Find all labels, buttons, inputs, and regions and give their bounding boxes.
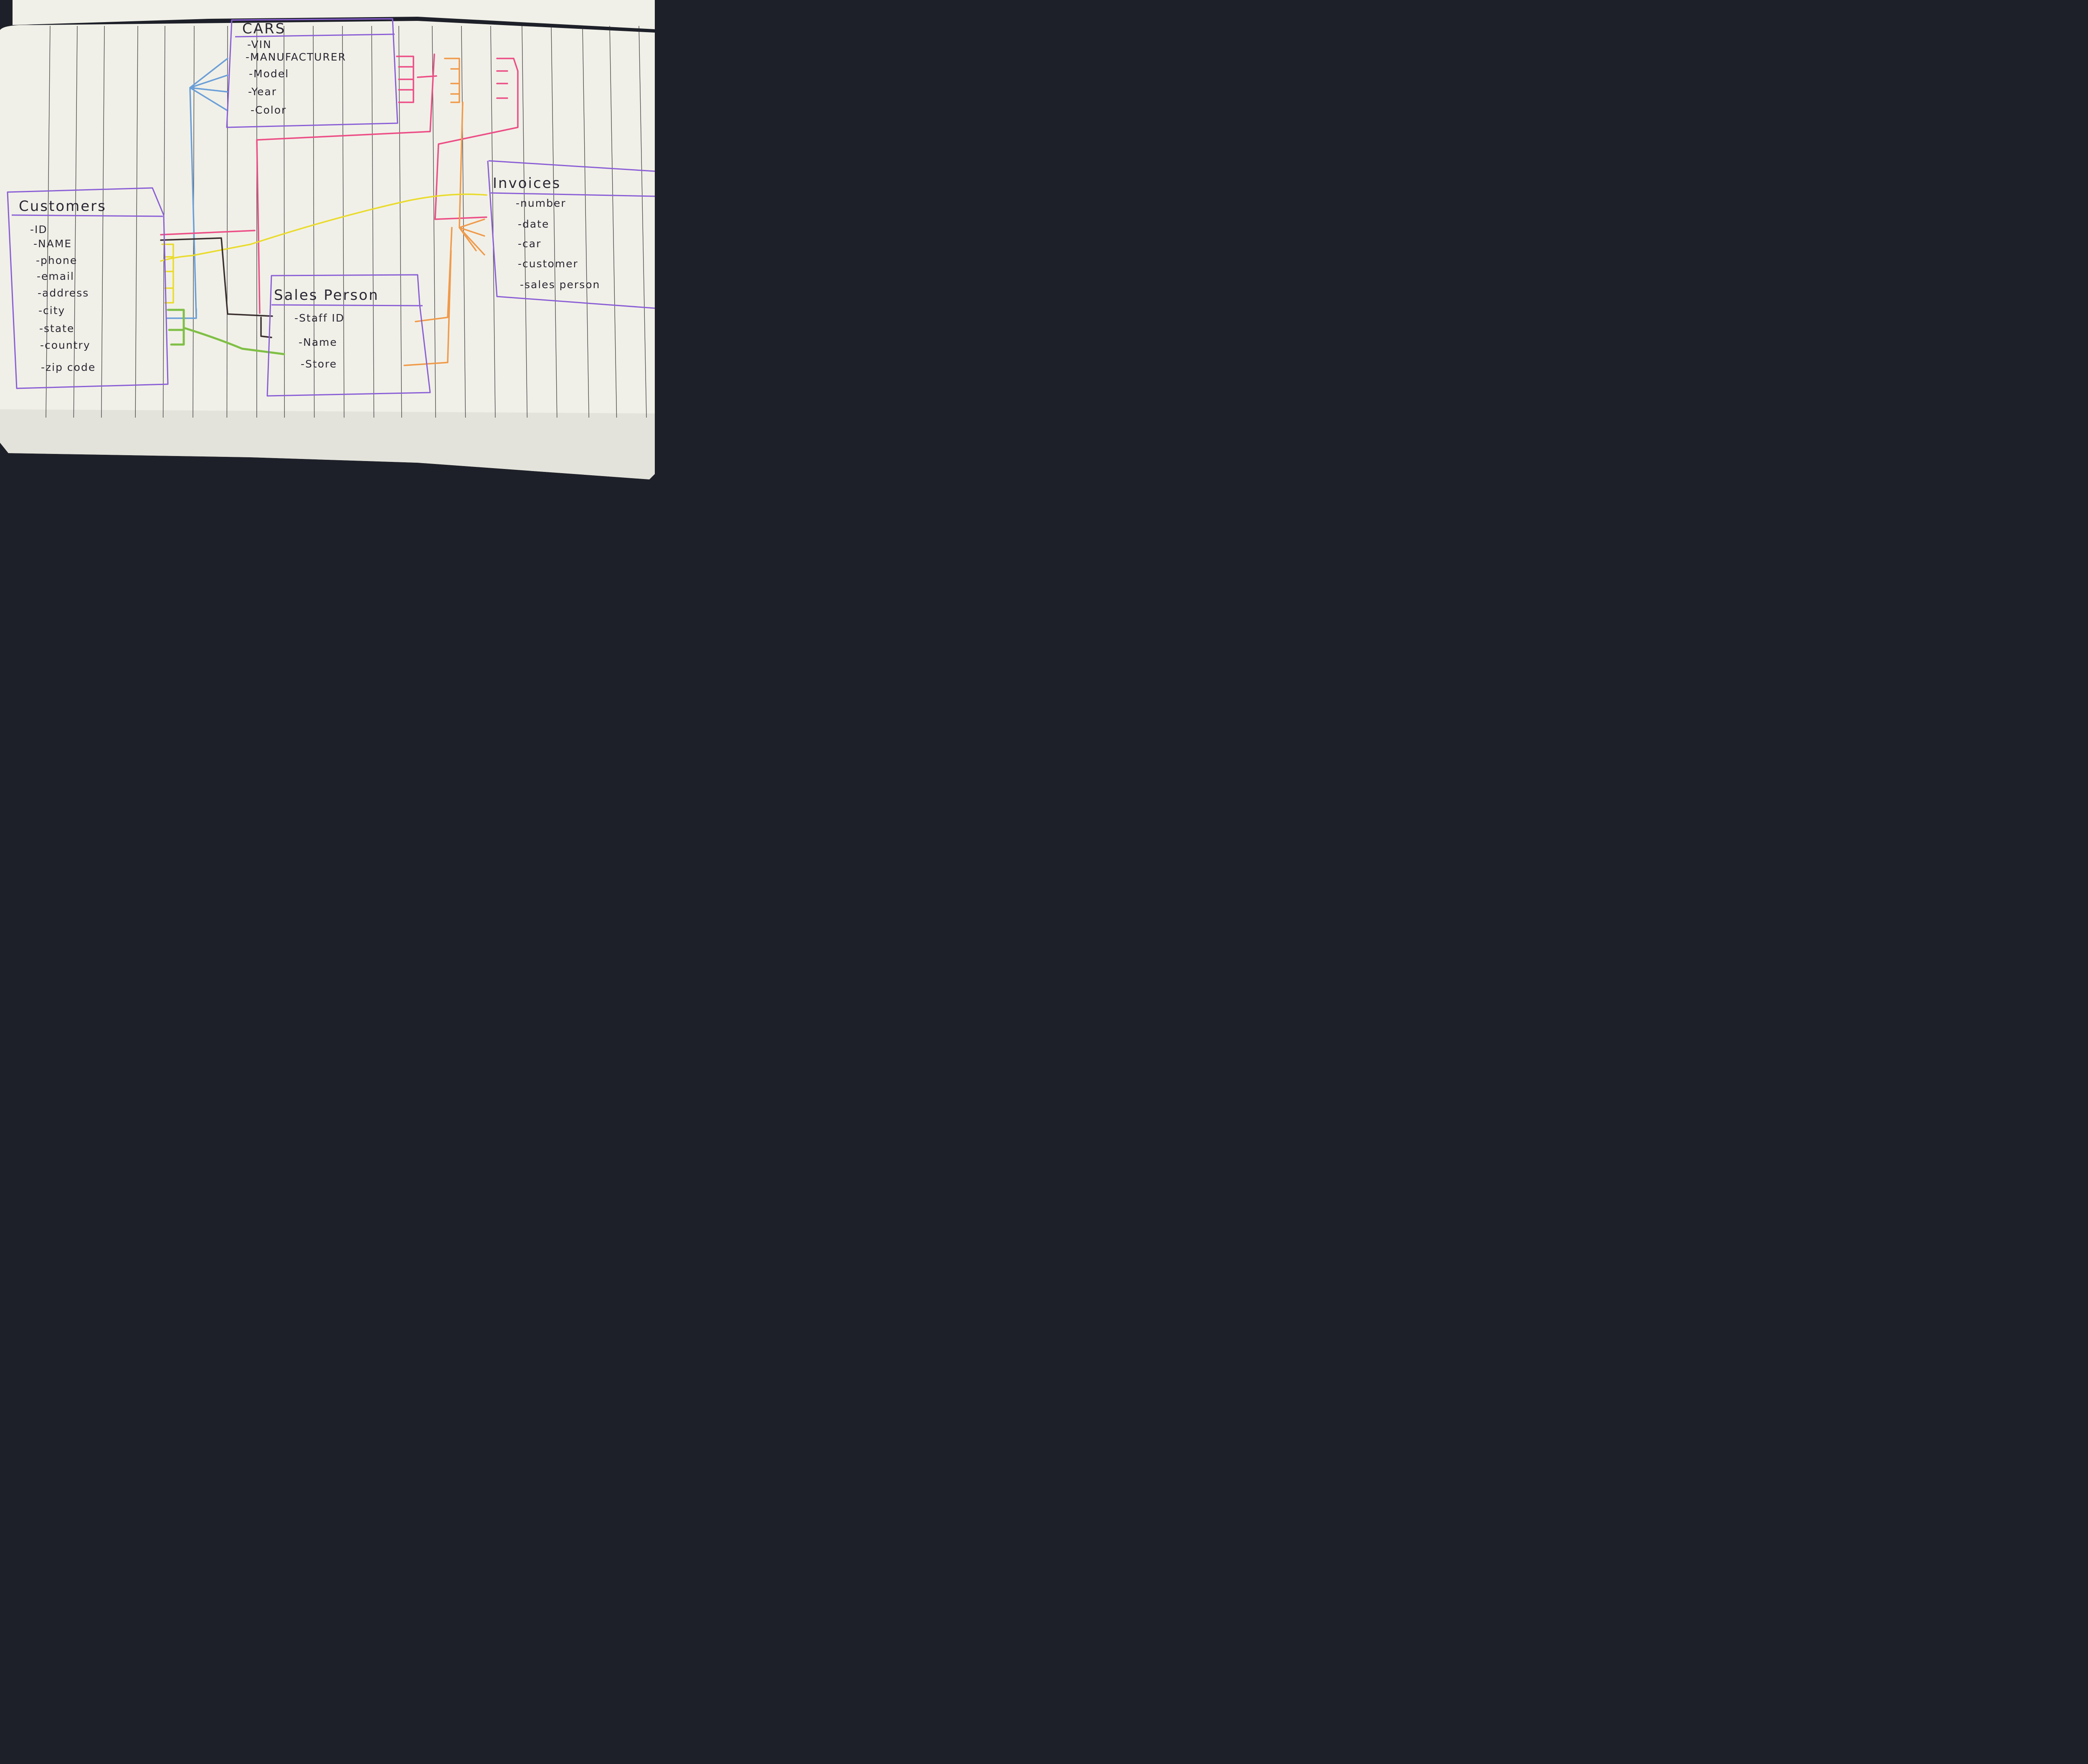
invoices-field: -customer — [518, 258, 578, 270]
invoices-field: -number — [516, 197, 566, 209]
page-bottom-shadow — [0, 409, 655, 479]
cars-field: -VIN — [247, 38, 272, 51]
cars-fields: -VIN -MANUFACTURER -Model -Year -Color — [246, 38, 346, 116]
rule-line — [342, 25, 345, 418]
connector-blue — [166, 58, 228, 319]
connector-pink — [160, 53, 519, 314]
cars-field: -MANUFACTURER — [246, 51, 346, 63]
invoices-box — [487, 160, 655, 309]
sales-person-field: -Staff ID — [294, 312, 345, 324]
cars-field: -Color — [251, 104, 286, 116]
customers-field: -ID — [30, 223, 48, 236]
entity-boxes — [7, 18, 655, 397]
sales-person-fields: -Staff ID -Name -Store — [294, 312, 345, 370]
rule-line — [101, 25, 105, 418]
sales-person-field: -Store — [301, 358, 337, 370]
customers-field: -city — [38, 304, 65, 317]
notebook-photo: CARS -VIN -MANUFACTURER -Model -Year -Co… — [0, 0, 655, 491]
customers-field: -country — [40, 339, 91, 351]
cars-field: -Year — [248, 86, 277, 98]
back-page — [13, 0, 655, 29]
customers-field: -phone — [36, 254, 77, 266]
rule-line — [639, 25, 647, 418]
invoices-field: -car — [518, 238, 541, 250]
er-diagram-sketch: CARS -VIN -MANUFACTURER -Model -Year -Co… — [0, 0, 655, 479]
invoices-field: -date — [518, 218, 549, 230]
cars-box — [226, 18, 398, 128]
cars-field: -Model — [249, 68, 289, 80]
invoices-field: -sales person — [520, 279, 600, 291]
rule-line — [371, 25, 375, 418]
rule-line — [135, 25, 138, 418]
connector-orange — [403, 58, 485, 366]
rule-line — [73, 25, 78, 418]
customers-title: Customers — [19, 198, 106, 215]
customers-field: -NAME — [33, 238, 72, 250]
sales-person-field: -Name — [299, 336, 337, 348]
rule-line — [398, 25, 402, 418]
customers-field: -zip code — [41, 361, 96, 373]
connector-lines — [160, 53, 519, 366]
cars-title: CARS — [242, 20, 286, 37]
rule-line — [461, 25, 466, 418]
invoices-title: Invoices — [493, 175, 561, 192]
notebook-page — [0, 21, 655, 479]
connector-yellow — [160, 193, 487, 304]
customers-field: -email — [37, 270, 74, 282]
rule-line — [522, 25, 528, 418]
rule-line — [582, 25, 589, 418]
customers-field: -address — [38, 287, 89, 299]
rule-line — [313, 25, 315, 418]
connector-green — [167, 309, 285, 355]
customers-field: -state — [39, 322, 74, 335]
invoices-fields: -number -date -car -customer -sales pers… — [516, 197, 600, 291]
customers-box — [7, 187, 169, 389]
rule-line — [490, 25, 496, 418]
notebook-rule-lines — [46, 25, 647, 418]
sales-person-box — [266, 274, 431, 397]
rule-line — [46, 25, 51, 418]
sales-person-title: Sales Person — [274, 287, 379, 304]
connector-black — [160, 237, 273, 338]
customers-fields: -ID -NAME -phone -email -address -city -… — [30, 223, 96, 373]
rule-line — [551, 25, 557, 418]
rule-line — [609, 25, 617, 418]
